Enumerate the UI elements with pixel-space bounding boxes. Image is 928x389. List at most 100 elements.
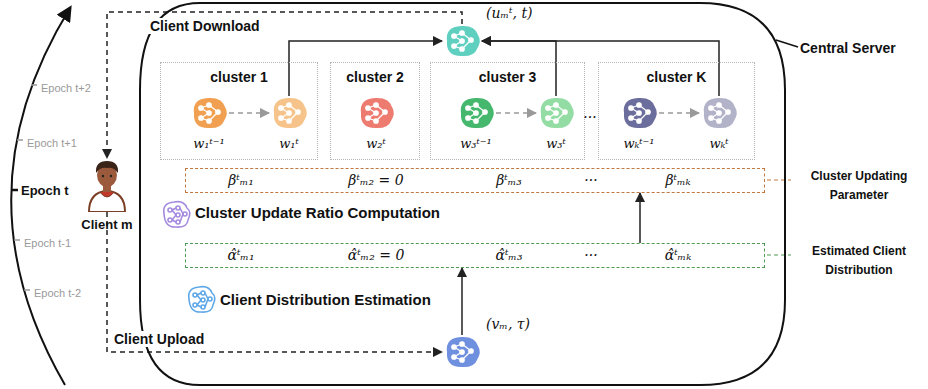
- text-holder: Client m: [81, 215, 132, 233]
- text-holder: w₃ᵗ⁻¹: [460, 134, 492, 152]
- text-holder: Client Distribution Estimation: [220, 291, 431, 309]
- epoch-label: Epoch t+1: [27, 137, 77, 149]
- leader-line: [767, 254, 791, 255]
- epoch-label: Epoch t+2: [41, 82, 91, 94]
- model-icon: [269, 96, 309, 130]
- text-holder: Epoch t: [21, 181, 69, 199]
- client-figure: [86, 158, 128, 212]
- text-holder: Estimated Client Distribution: [795, 240, 923, 278]
- text-holder: Central Server: [800, 39, 896, 57]
- text-holder: wₖᵗ: [709, 134, 728, 152]
- text-holder: w₃ᵗ: [546, 134, 566, 152]
- text-holder: cluster 1: [161, 68, 317, 86]
- connector: [107, 212, 442, 352]
- cluster-box: cluster 1 w₁ᵗ⁻¹ w₁ᵗ: [160, 62, 318, 160]
- connector: [496, 112, 536, 114]
- server-region: Central Servercluster 1w₁ᵗ⁻¹w₁ᵗcluster 2…: [140, 3, 785, 385]
- cluster-box: cluster 2 w₂ᵗ: [330, 62, 420, 160]
- server-label: Central Server: [800, 40, 896, 56]
- model-icon: [442, 24, 482, 58]
- text-holder: βᵗₘ₂ = 0: [348, 171, 403, 189]
- cluster-title: cluster 2: [346, 69, 404, 85]
- connector: [659, 112, 699, 114]
- cluster-title: cluster K: [647, 69, 707, 85]
- annotation-label: Cluster Updating Parameter: [811, 169, 908, 202]
- model-icon: [356, 96, 396, 130]
- model-label: w₁ᵗ: [279, 136, 299, 151]
- time-arrow: [11, 8, 70, 385]
- model-icon: [456, 96, 496, 130]
- model-label: wₖᵗ: [709, 136, 728, 151]
- annotation-label: ···: [583, 109, 596, 125]
- text-holder: w₁ᵗ: [279, 134, 299, 152]
- row-value: βᵗₘₖ: [665, 172, 690, 188]
- client-node: Client m: [86, 158, 128, 212]
- model-label: (vₘ, τ): [486, 316, 530, 332]
- model-node: (vₘ, τ): [442, 335, 482, 369]
- text-holder: Client Download: [148, 17, 262, 35]
- cluster-box: cluster 3 w₃ᵗ⁻¹ w₃ᵗ: [430, 62, 585, 160]
- connector: [461, 268, 463, 335]
- model-label: wₖᵗ⁻¹: [623, 136, 654, 151]
- model-label: (uₘᵗ, t): [486, 5, 533, 21]
- text-holder: Epoch t-1: [24, 233, 71, 251]
- model-node: w₃ᵗ: [536, 96, 576, 130]
- parameter-row: βᵗₘ₁ βᵗₘ₂ = 0 βᵗₘ₃ ··· βᵗₘₖ: [185, 168, 765, 193]
- cluster-title: cluster 1: [210, 69, 268, 85]
- text-holder: βᵗₘₖ: [665, 171, 690, 189]
- model-node: w₃ᵗ⁻¹: [456, 96, 496, 130]
- connector: [639, 193, 641, 243]
- text-holder: Epoch t+2: [41, 78, 91, 96]
- text-holder: βᵗₘ₁: [228, 171, 254, 189]
- connector: [229, 112, 269, 114]
- connector: [482, 41, 719, 96]
- model-label: w₃ᵗ⁻¹: [460, 136, 492, 151]
- text-holder: α̂ᵗₘ₂ = 0: [348, 246, 405, 264]
- row-value: α̂ᵗₘ₃: [495, 247, 522, 263]
- model-icon: [699, 96, 739, 130]
- model-node: wₖᵗ⁻¹: [619, 96, 659, 130]
- text-holder: w₁ᵗ⁻¹: [193, 134, 225, 152]
- ratio-icon: [164, 202, 190, 228]
- model-label: w₂ᵗ: [366, 136, 386, 151]
- text-holder: cluster 2: [331, 68, 419, 86]
- text-holder: ···: [583, 108, 596, 126]
- model-node: w₂ᵗ: [356, 96, 396, 130]
- model-icon: [189, 96, 229, 130]
- model-node: w₁ᵗ⁻¹: [189, 96, 229, 130]
- text-holder: α̂ᵗₘ₃: [495, 246, 522, 264]
- cluster-title: cluster 3: [479, 69, 537, 85]
- leader-line: [776, 40, 798, 47]
- row-value: ···: [584, 247, 597, 263]
- edge-label: Client Upload: [112, 331, 206, 347]
- text-holder: cluster K: [599, 68, 754, 86]
- text-holder: Client Upload: [112, 330, 206, 348]
- annotation-label: Client Distribution Estimation: [220, 291, 431, 308]
- leader-line: [767, 179, 791, 180]
- annotation-label: Estimated Client Distribution: [812, 244, 906, 277]
- model-icon: [442, 335, 482, 369]
- epoch-label: Epoch t: [21, 183, 69, 198]
- row-value: βᵗₘ₂ = 0: [348, 172, 403, 188]
- text-holder: wₖᵗ⁻¹: [623, 134, 654, 152]
- text-holder: Epoch t+1: [27, 133, 77, 151]
- text-holder: ···: [584, 171, 597, 189]
- text-holder: w₂ᵗ: [366, 134, 386, 152]
- text-holder: βᵗₘ₃: [496, 171, 522, 189]
- row-value: βᵗₘ₃: [496, 172, 522, 188]
- epoch-label: Epoch t-1: [24, 237, 71, 249]
- text-holder: (uₘᵗ, t): [486, 4, 533, 22]
- text-holder: (vₘ, τ): [486, 315, 530, 333]
- model-label: w₁ᵗ⁻¹: [193, 136, 225, 151]
- edge-label: Client Download: [148, 18, 262, 34]
- estimation-icon: [189, 287, 215, 313]
- connector: [482, 41, 556, 96]
- model-label: w₃ᵗ: [546, 136, 566, 151]
- model-icon: [536, 96, 576, 130]
- text-holder: α̂ᵗₘₖ: [665, 246, 692, 264]
- cluster-box: cluster K wₖᵗ⁻¹ wₖᵗ: [598, 62, 755, 160]
- epoch-label: Epoch t-2: [34, 287, 81, 299]
- text-holder: Cluster Update Ratio Computation: [195, 204, 440, 222]
- annotation-label: Cluster Update Ratio Computation: [195, 204, 440, 221]
- row-value: ···: [584, 172, 597, 188]
